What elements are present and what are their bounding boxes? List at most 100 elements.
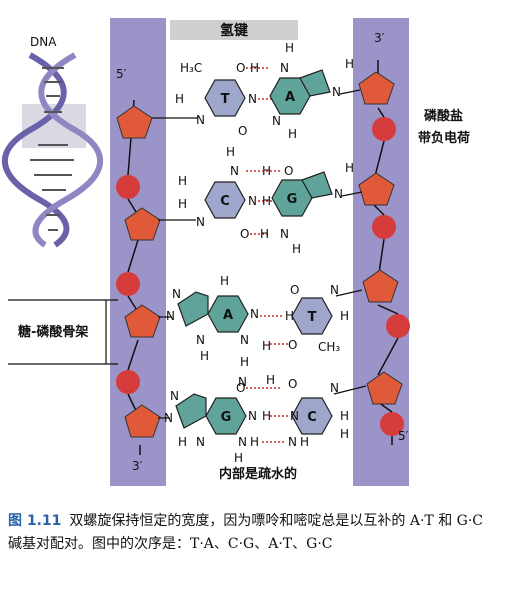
svg-text:H: H bbox=[340, 409, 349, 423]
base-right-4 bbox=[291, 397, 333, 435]
phosphate-left-1 bbox=[116, 175, 140, 199]
base-right-3 bbox=[291, 297, 333, 335]
svg-text:N: N bbox=[272, 114, 281, 128]
svg-text:H: H bbox=[175, 92, 184, 106]
svg-text:N: N bbox=[238, 435, 247, 449]
svg-text:N: N bbox=[196, 333, 205, 347]
svg-text:H: H bbox=[260, 227, 269, 241]
hbond-label: 氢键 bbox=[220, 22, 249, 39]
svg-text:H: H bbox=[345, 57, 354, 71]
svg-text:H: H bbox=[292, 242, 301, 256]
base-pairing-diagram: 氢键 DNA bbox=[1, 18, 470, 486]
backbone-label: 糖-磷酸骨架 bbox=[18, 324, 88, 340]
svg-text:H₃C: H₃C bbox=[180, 61, 202, 75]
svg-text:H: H bbox=[285, 41, 294, 55]
svg-text:H: H bbox=[178, 174, 187, 188]
svg-text:H: H bbox=[266, 373, 275, 387]
phosphate-right-4 bbox=[380, 412, 404, 436]
svg-text:N: N bbox=[248, 409, 257, 423]
svg-text:O: O bbox=[288, 338, 297, 352]
figure-number: 图 1.11 bbox=[8, 513, 62, 529]
svg-text:A: A bbox=[223, 308, 233, 323]
dna-label: DNA bbox=[30, 35, 57, 49]
sugar-right-4 bbox=[366, 371, 403, 405]
svg-text:H: H bbox=[234, 451, 243, 465]
svg-text:H: H bbox=[262, 194, 271, 208]
svg-text:H: H bbox=[226, 145, 235, 159]
svg-text:H: H bbox=[300, 435, 309, 449]
right-bottom-end: 5′ bbox=[398, 429, 409, 443]
svg-text:N: N bbox=[196, 215, 205, 229]
interior-label: 内部是疏水的 bbox=[219, 466, 297, 482]
sugar-left-4 bbox=[124, 404, 161, 438]
svg-text:N: N bbox=[280, 227, 289, 241]
phosphate-left-3 bbox=[116, 370, 140, 394]
svg-text:H: H bbox=[178, 197, 187, 211]
svg-text:N: N bbox=[196, 113, 205, 127]
svg-text:N: N bbox=[330, 381, 339, 395]
sugar-left-3 bbox=[124, 304, 161, 338]
svg-text:N: N bbox=[288, 435, 297, 449]
base-pair-1: T H₃C O H N O N H A H N H N N H bbox=[152, 41, 361, 141]
phosphate-label-1: 磷酸盐 bbox=[424, 108, 463, 124]
phosphate-right-2 bbox=[372, 215, 396, 239]
svg-text:O: O bbox=[236, 381, 245, 395]
svg-text:H: H bbox=[262, 409, 271, 423]
left-bottom-end: 3′ bbox=[132, 459, 143, 473]
phosphate-left-2 bbox=[116, 272, 140, 296]
svg-text:H: H bbox=[250, 61, 259, 75]
base-pair-4: G O N N N H N H N H H H N H C O N N H H … bbox=[158, 355, 367, 465]
svg-text:A: A bbox=[285, 90, 295, 105]
svg-text:CH₃: CH₃ bbox=[318, 340, 340, 354]
svg-text:H: H bbox=[262, 339, 271, 353]
svg-text:N: N bbox=[332, 85, 341, 99]
svg-text:T: T bbox=[308, 310, 317, 325]
sugar-right-1 bbox=[358, 71, 395, 105]
phosphate-label-2: 带负电荷 bbox=[418, 130, 470, 146]
base-left-2 bbox=[204, 181, 246, 219]
sugar-left-1 bbox=[116, 105, 153, 139]
svg-text:H: H bbox=[288, 127, 297, 141]
svg-text:O: O bbox=[290, 283, 299, 297]
svg-text:H: H bbox=[345, 161, 354, 175]
svg-text:G: G bbox=[221, 410, 232, 425]
svg-text:C: C bbox=[307, 410, 317, 425]
svg-text:O: O bbox=[240, 227, 249, 241]
base-pair-2: C H N H H H N N O H H G O N H N H bbox=[158, 145, 363, 256]
svg-text:N: N bbox=[240, 333, 249, 347]
svg-text:N: N bbox=[230, 164, 239, 178]
svg-text:T: T bbox=[221, 92, 230, 107]
svg-text:N: N bbox=[196, 435, 205, 449]
svg-text:N: N bbox=[170, 389, 179, 403]
sugar-left-2 bbox=[124, 207, 161, 241]
phosphate-right-3 bbox=[386, 314, 410, 338]
svg-text:C: C bbox=[220, 194, 230, 209]
sugar-right-2 bbox=[358, 172, 395, 206]
phosphate-right-1 bbox=[372, 117, 396, 141]
svg-text:H: H bbox=[285, 309, 294, 323]
svg-text:H: H bbox=[178, 435, 187, 449]
svg-text:N: N bbox=[248, 92, 257, 106]
svg-text:N: N bbox=[334, 187, 343, 201]
svg-text:H: H bbox=[240, 355, 249, 369]
base-pair-3: A H N N N N H N H T O H N H O CH₃ bbox=[158, 274, 363, 363]
hbond-label-bar bbox=[170, 20, 298, 40]
svg-text:H: H bbox=[200, 349, 209, 363]
svg-text:O: O bbox=[238, 124, 247, 138]
svg-text:O: O bbox=[288, 377, 297, 391]
left-top-end: 5′ bbox=[116, 67, 127, 81]
svg-text:H: H bbox=[340, 309, 349, 323]
svg-text:O: O bbox=[236, 61, 245, 75]
base-left-1 bbox=[204, 79, 246, 117]
caption-text: 双螺旋保持恒定的宽度，因为嘌呤和嘧啶总是以互补的 A·T 和 G·C 碱基对配对… bbox=[8, 513, 484, 552]
svg-text:N: N bbox=[330, 283, 339, 297]
sugar-right-3 bbox=[362, 269, 399, 303]
svg-text:N: N bbox=[166, 309, 175, 323]
svg-text:O: O bbox=[284, 164, 293, 178]
svg-text:N: N bbox=[280, 61, 289, 75]
svg-text:H: H bbox=[220, 274, 229, 288]
svg-text:H: H bbox=[250, 435, 259, 449]
svg-text:N: N bbox=[290, 409, 299, 423]
svg-text:N: N bbox=[250, 307, 259, 321]
